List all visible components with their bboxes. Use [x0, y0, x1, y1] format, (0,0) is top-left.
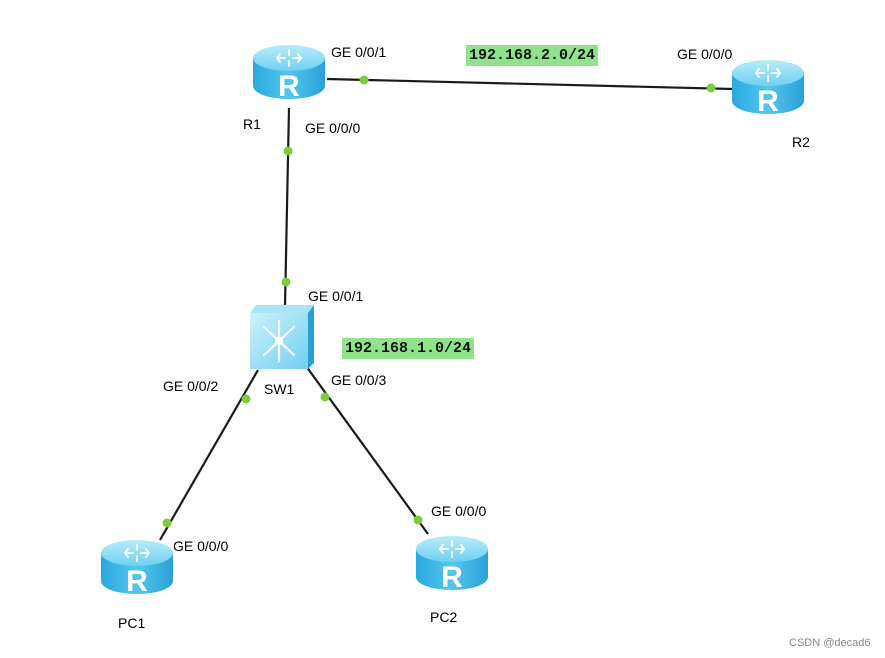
link-r1-r2: [326, 77, 734, 91]
link-r1-sw1: [283, 107, 291, 307]
node-label-pc2: PC2: [430, 609, 458, 625]
router-icon[interactable]: R: [252, 44, 326, 103]
interface-label-r1-ge000: GE 0/0/0: [305, 120, 361, 136]
router-icon[interactable]: R: [100, 539, 174, 598]
watermark: CSDN @decad6: [789, 637, 871, 649]
port-dot-r2-ge000: [706, 83, 716, 93]
port-dot-sw1-ge003: [320, 392, 330, 402]
port-dot-r1-ge000: [283, 146, 293, 156]
interface-label-r2-ge000: GE 0/0/0: [677, 46, 733, 62]
interface-label-pc2-ge000: GE 0/0/0: [431, 503, 487, 519]
router-glyph: R: [757, 85, 779, 118]
router-icon[interactable]: R: [731, 59, 805, 118]
port-dot-sw1-ge002: [241, 394, 251, 404]
router-glyph: R: [278, 70, 300, 103]
link-sw1-pc2: [305, 365, 429, 535]
node-label-r1: R1: [243, 116, 261, 132]
subnet-label-r1-r2: 192.168.2.0/24: [466, 45, 599, 66]
interface-label-sw1-ge002: GE 0/0/2: [163, 378, 219, 394]
port-dot-r1-ge001: [359, 75, 369, 85]
interface-label-pc1-ge000: GE 0/0/0: [173, 538, 229, 554]
port-dots: [162, 75, 716, 528]
router-icon[interactable]: R: [415, 535, 489, 594]
router-glyph: R: [441, 561, 463, 594]
port-dot-pc2-ge000: [413, 515, 423, 525]
interface-label-r1-ge001: GE 0/0/1: [331, 44, 387, 60]
port-dot-pc1-ge000: [162, 518, 172, 528]
switch-icon[interactable]: [250, 305, 314, 369]
node-label-sw1: SW1: [264, 381, 295, 397]
port-dot-sw1-ge001: [281, 277, 291, 287]
interface-label-sw1-ge003: GE 0/0/3: [331, 372, 387, 388]
subnet-label-lan: 192.168.1.0/24: [342, 338, 475, 359]
interface-label-sw1-ge001: GE 0/0/1: [308, 288, 364, 304]
router-glyph: R: [126, 565, 148, 598]
node-label-pc1: PC1: [118, 615, 146, 631]
node-label-r2: R2: [792, 134, 810, 150]
links: [159, 77, 734, 541]
